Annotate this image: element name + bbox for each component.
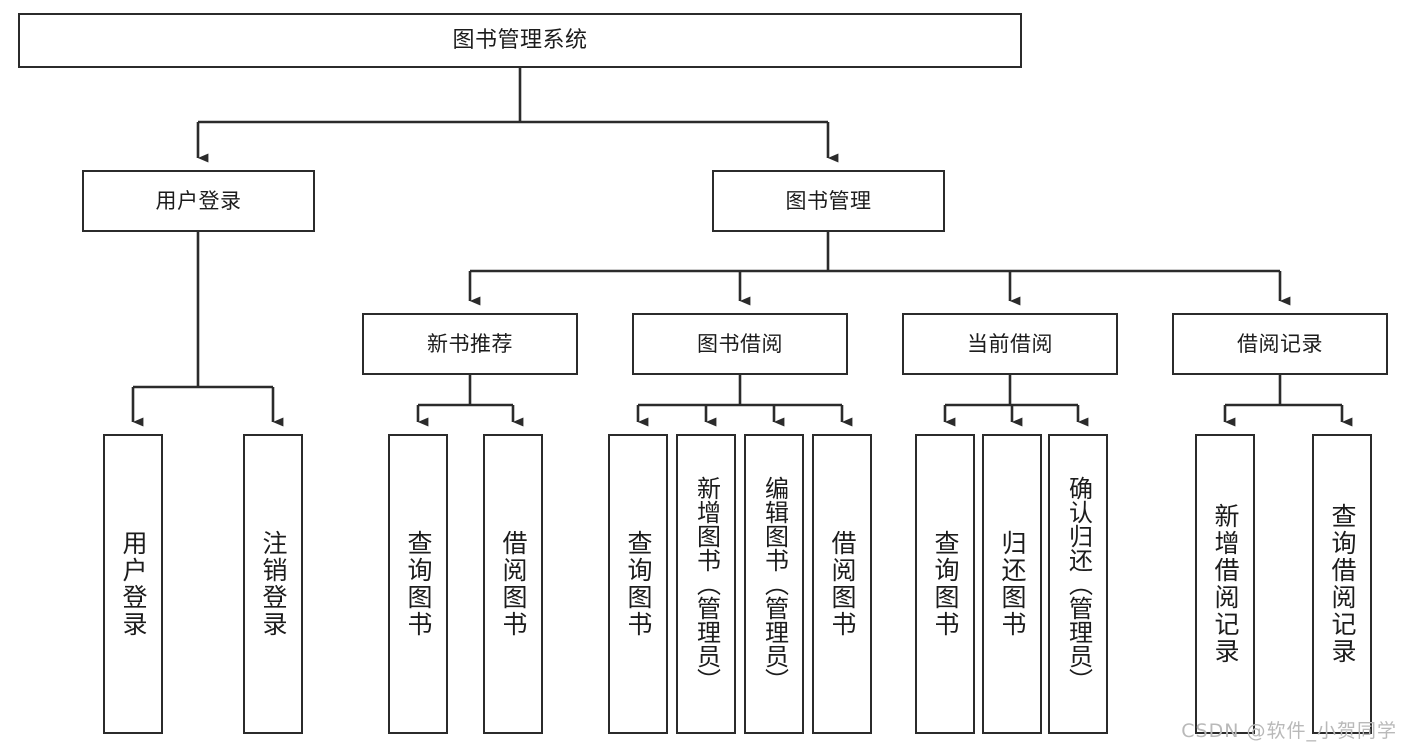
node-label: 用户登录	[119, 530, 148, 638]
leaf-query-book-1[interactable]: 查询图书	[388, 434, 448, 734]
leaf-add-record[interactable]: 新增借阅记录	[1195, 434, 1255, 734]
node-book-borrow[interactable]: 图书借阅	[632, 313, 848, 375]
leaf-return-book[interactable]: 归还图书	[982, 434, 1042, 734]
node-label: 当前借阅	[967, 331, 1053, 356]
node-label: 新增借阅记录	[1211, 503, 1240, 665]
node-label: 查询图书	[931, 530, 960, 638]
leaf-query-record[interactable]: 查询借阅记录	[1312, 434, 1372, 734]
node-label: 确认归还（管理员）	[1064, 476, 1093, 692]
leaf-borrow-book-2[interactable]: 借阅图书	[812, 434, 872, 734]
node-label: 查询借阅记录	[1328, 503, 1357, 665]
node-label: 借阅记录	[1237, 331, 1323, 356]
leaf-query-book-3[interactable]: 查询图书	[915, 434, 975, 734]
node-label: 注销登录	[259, 530, 288, 638]
watermark-text: CSDN @软件_小贺同学	[1181, 720, 1397, 742]
leaf-borrow-book-1[interactable]: 借阅图书	[483, 434, 543, 734]
leaf-query-book-2[interactable]: 查询图书	[608, 434, 668, 734]
node-label: 新增图书（管理员）	[692, 476, 721, 692]
node-label: 借阅图书	[828, 530, 857, 638]
node-new-book-rec[interactable]: 新书推荐	[362, 313, 578, 375]
node-label: 图书管理系统	[452, 27, 588, 53]
node-label: 图书借阅	[697, 331, 783, 356]
leaf-user-login[interactable]: 用户登录	[103, 434, 163, 734]
node-user-login[interactable]: 用户登录	[82, 170, 315, 232]
leaf-confirm-return[interactable]: 确认归还（管理员）	[1048, 434, 1108, 734]
node-label: 用户登录	[155, 188, 242, 213]
node-label: 查询图书	[624, 530, 653, 638]
node-book-manage[interactable]: 图书管理	[712, 170, 945, 232]
leaf-add-book[interactable]: 新增图书（管理员）	[676, 434, 736, 734]
node-label: 借阅图书	[499, 530, 528, 638]
node-label: 编辑图书（管理员）	[760, 476, 789, 692]
node-label: 新书推荐	[427, 331, 513, 356]
node-root-system[interactable]: 图书管理系统	[18, 13, 1022, 68]
node-label: 归还图书	[998, 530, 1027, 638]
node-borrow-record[interactable]: 借阅记录	[1172, 313, 1388, 375]
leaf-edit-book[interactable]: 编辑图书（管理员）	[744, 434, 804, 734]
node-label: 查询图书	[404, 530, 433, 638]
leaf-user-logout[interactable]: 注销登录	[243, 434, 303, 734]
node-current-borrow[interactable]: 当前借阅	[902, 313, 1118, 375]
node-label: 图书管理	[785, 188, 872, 213]
